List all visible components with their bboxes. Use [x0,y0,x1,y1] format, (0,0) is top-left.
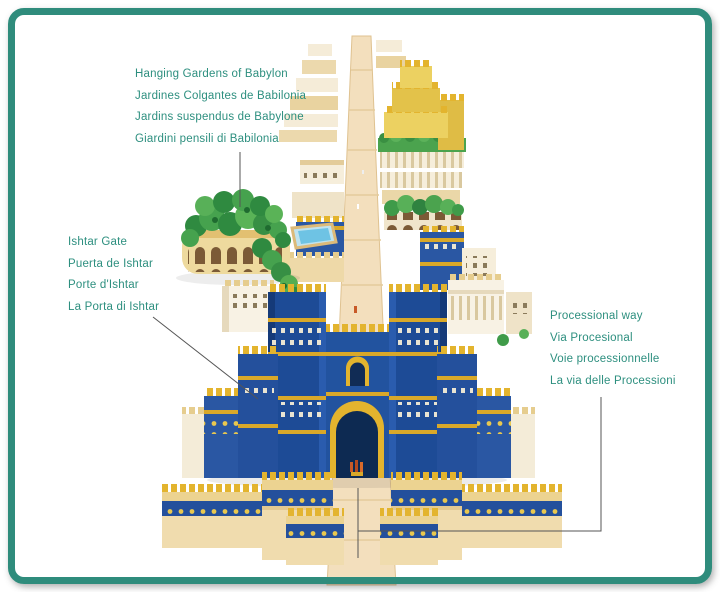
label-line: Ishtar Gate [68,236,128,248]
label-line: La via delle Processioni [550,374,676,387]
distant-city [279,40,406,142]
label-line: Giardini pensili di Babilonia [135,132,279,145]
label-line: Via Procesional [550,331,633,344]
label-ishtar-gate: Ishtar Gate Puerta de Ishtar Porte d'Ish… [68,232,159,318]
leader-ishtar-gate [152,316,259,400]
label-line: Jardines Colgantes de Babilonia [135,89,307,102]
label-line: Processional way [550,310,643,322]
leader-lines [152,152,602,558]
roadside-buildings-right [380,172,496,292]
label-processional-way: Processional way Via Procesional Voie pr… [550,306,676,392]
leader-processional-way [358,397,602,532]
white-buildings-left [222,280,274,332]
figures [350,170,364,476]
label-line: Puerta de Ishtar [68,257,154,270]
ziggurat-terraces [378,60,466,168]
label-line: Jardins suspendus de Babylone [135,111,304,123]
label-line: Voie processionnelle [550,353,660,365]
label-hanging-gardens: Hanging Gardens of Babylon Jardines Colg… [135,64,306,150]
label-line: La Porta di Ishtar [68,300,160,313]
pool [290,222,338,250]
label-line: Hanging Gardens of Babylon [135,68,288,80]
white-buildings-right [448,274,532,346]
roadside-buildings-left [286,160,344,282]
hanging-gardens [176,189,303,303]
label-line: Porte d'Ishtar [68,279,139,291]
